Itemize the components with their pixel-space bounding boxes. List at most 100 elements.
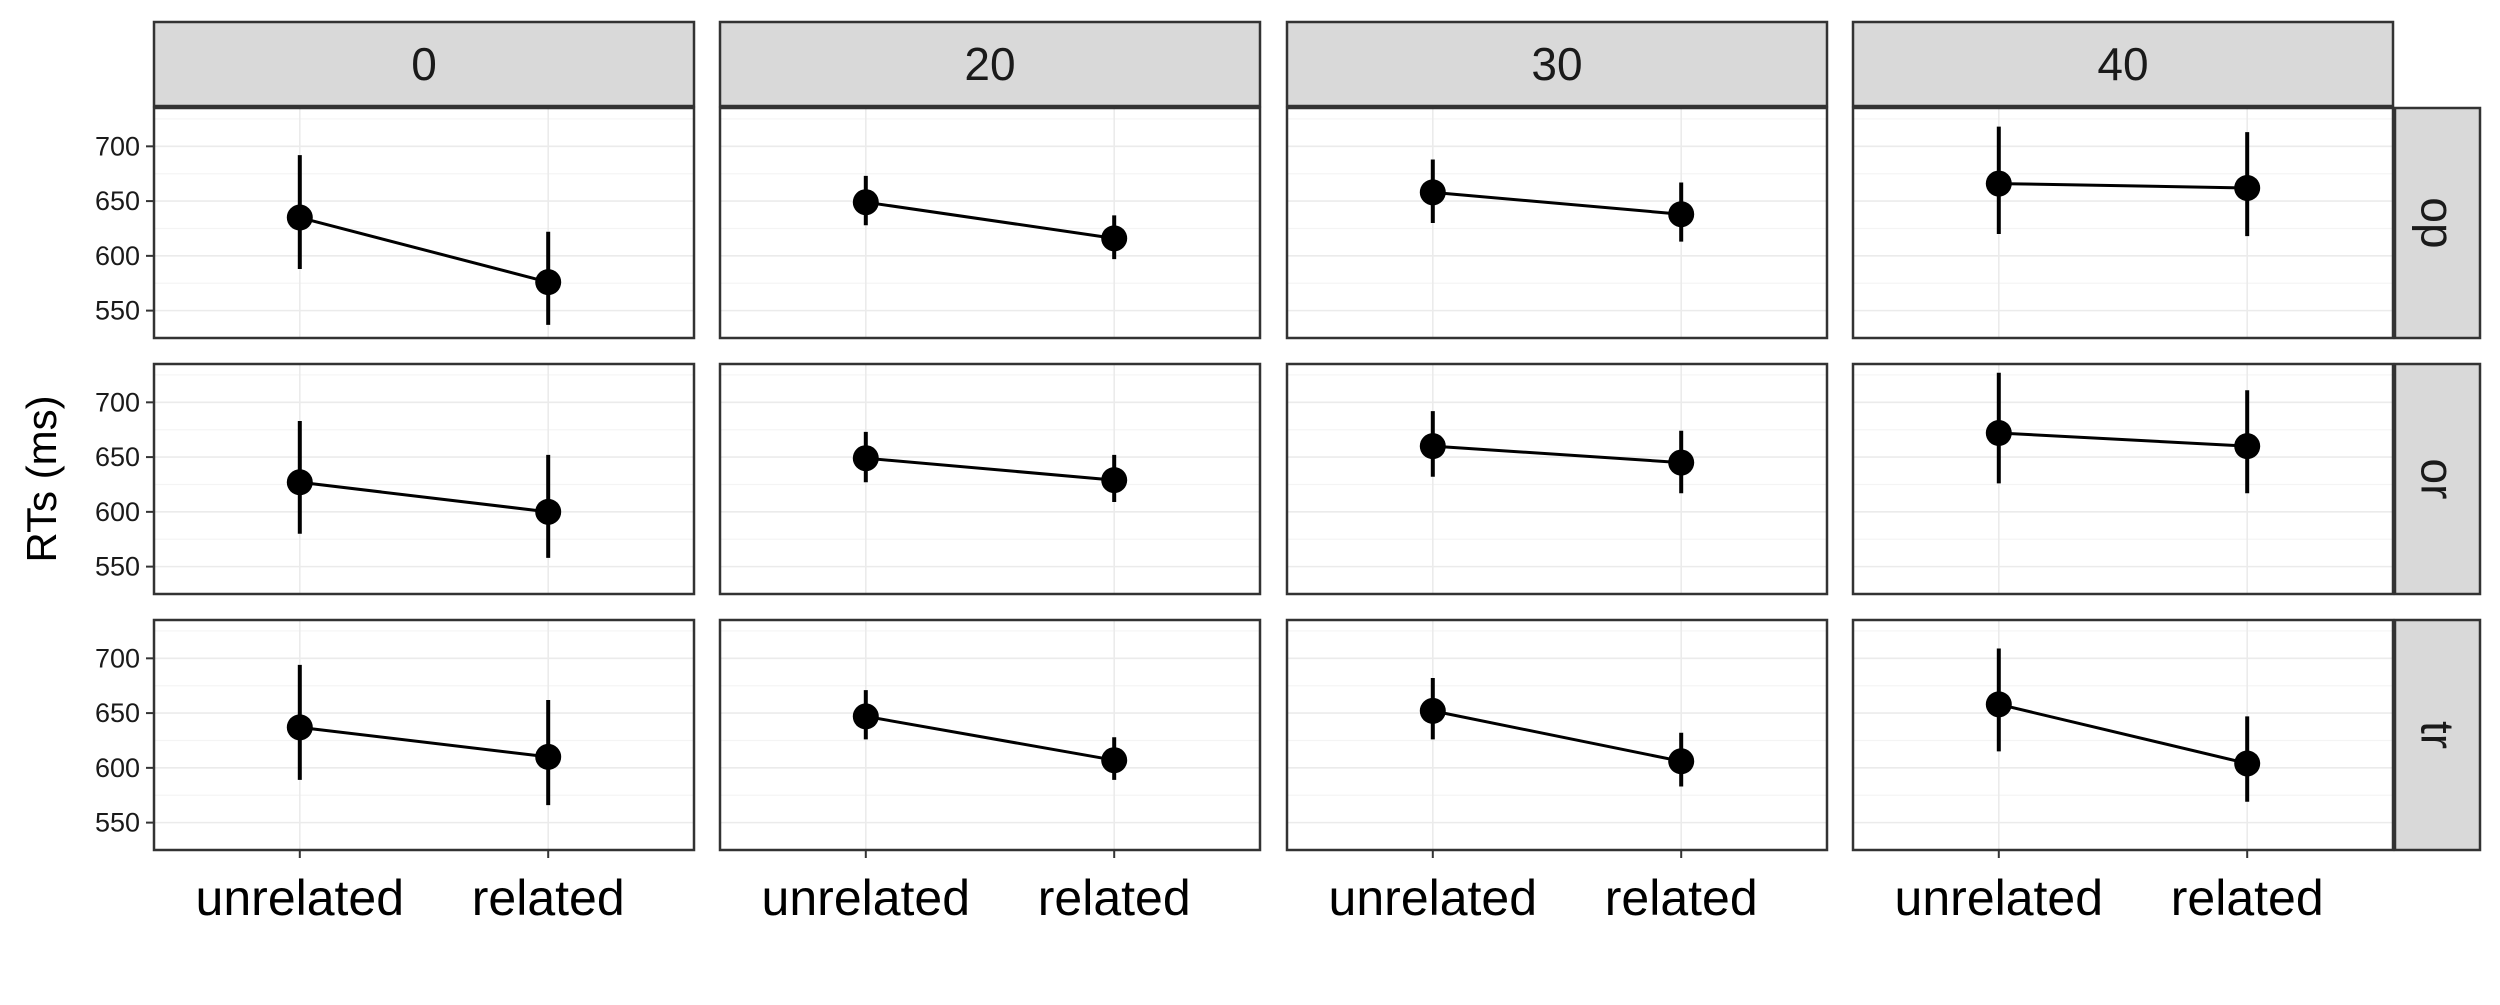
y-tick-label: 650: [95, 698, 140, 728]
panel-border: [1285, 618, 1829, 852]
y-tick-label: 550: [95, 808, 140, 838]
panel-background: [720, 108, 1260, 338]
data-point-unrelated: [1419, 179, 1446, 206]
series-line: [299, 725, 549, 759]
x-tick-label: related: [1038, 870, 1191, 926]
panel-background: [1287, 108, 1827, 338]
panel-border: [152, 106, 696, 340]
panel-border: [1851, 362, 2395, 596]
column-strip-label: 30: [1531, 38, 1582, 90]
column-strip-box: [1851, 20, 2395, 108]
series-line: [1998, 702, 2248, 765]
panel-tr-20: unrelated related: [718, 618, 1262, 926]
series-line: [1432, 709, 1682, 763]
series-line: [1432, 190, 1682, 216]
y-axis-title: RTs (ms): [18, 395, 65, 562]
panel-border: [718, 618, 1262, 852]
column-strip-box: [152, 20, 696, 108]
data-point-related: [2234, 433, 2261, 460]
data-point-unrelated: [852, 703, 879, 730]
panel-or-30: [1285, 362, 1829, 596]
data-point-unrelated: [852, 445, 879, 472]
row-strip-label: op: [2412, 197, 2464, 248]
data-point-unrelated: [1985, 691, 2012, 718]
row-strip-or: or: [2393, 362, 2482, 596]
data-point-unrelated: [286, 714, 313, 741]
column-strip-30: 30: [1285, 20, 1829, 108]
panel-border: [152, 618, 696, 852]
data-point-related: [535, 269, 562, 296]
data-point-related: [1101, 747, 1128, 774]
column-strip-label: 20: [964, 38, 1015, 90]
series-line: [865, 456, 1115, 482]
row-strip-box: [2393, 618, 2482, 852]
panel-tr-30: unrelated related: [1285, 618, 1829, 926]
column-strip-box: [1285, 20, 1829, 108]
row-strip-box: [2393, 362, 2482, 596]
panel-background: [1853, 108, 2393, 338]
series-line: [1998, 182, 2248, 190]
panel-border: [1851, 106, 2395, 340]
panel-background: [1287, 364, 1827, 594]
data-point-unrelated: [1419, 433, 1446, 460]
y-tick-label: 650: [95, 442, 140, 472]
panel-background: [720, 364, 1260, 594]
row-strip-box: [2393, 106, 2482, 340]
series-line: [299, 480, 549, 514]
series-line: [1432, 444, 1682, 465]
data-point-related: [535, 743, 562, 770]
panel-background: [1853, 364, 2393, 594]
data-point-related: [1668, 748, 1695, 775]
data-point-unrelated: [852, 189, 879, 216]
panel-tr-0: 550 600 650 700 unrelated related: [95, 618, 696, 926]
x-tick-label: unrelated: [762, 870, 971, 926]
y-tick-label: 550: [95, 552, 140, 582]
y-tick-label: 700: [95, 387, 140, 417]
x-tick-label: related: [472, 870, 625, 926]
series-line: [865, 200, 1115, 240]
x-tick-label: unrelated: [1329, 870, 1538, 926]
x-tick-label: unrelated: [1895, 870, 2104, 926]
panel-or-20: [718, 362, 1262, 596]
x-tick-label: related: [2171, 870, 2324, 926]
series-line: [1998, 431, 2248, 448]
column-strip-20: 20: [718, 20, 1262, 108]
panel-background: [154, 108, 694, 338]
y-tick-label: 700: [95, 643, 140, 673]
panel-tr-40: unrelated related: [1851, 618, 2395, 926]
row-strip-label: tr: [2412, 721, 2464, 749]
column-strip-0: 0: [152, 20, 696, 108]
panel-border: [718, 362, 1262, 596]
data-point-unrelated: [1419, 697, 1446, 724]
panel-border: [1285, 106, 1829, 340]
data-point-unrelated: [1985, 420, 2012, 446]
y-tick-label: 600: [95, 241, 140, 271]
data-point-related: [1668, 201, 1695, 228]
data-point-related: [2234, 174, 2261, 201]
column-strip-40: 40: [1851, 20, 2395, 108]
panel-background: [154, 620, 694, 850]
column-strip-label: 40: [2097, 38, 2148, 90]
data-point-related: [2234, 750, 2261, 777]
x-tick-label: related: [1605, 870, 1758, 926]
panel-background: [154, 364, 694, 594]
data-point-related: [535, 498, 562, 525]
row-strip-op: op: [2393, 106, 2482, 340]
y-tick-label: 600: [95, 753, 140, 783]
data-point-related: [1101, 467, 1128, 494]
x-tick-label: unrelated: [196, 870, 405, 926]
panel-border: [152, 362, 696, 596]
column-strip-label: 0: [411, 38, 437, 90]
data-point-related: [1101, 225, 1128, 252]
y-tick-label: 700: [95, 131, 140, 161]
column-strip-box: [718, 20, 1262, 108]
panel-border: [718, 106, 1262, 340]
row-strip-tr: tr: [2393, 618, 2482, 852]
y-tick-label: 550: [95, 296, 140, 326]
data-point-unrelated: [286, 204, 313, 231]
series-line: [299, 216, 549, 284]
